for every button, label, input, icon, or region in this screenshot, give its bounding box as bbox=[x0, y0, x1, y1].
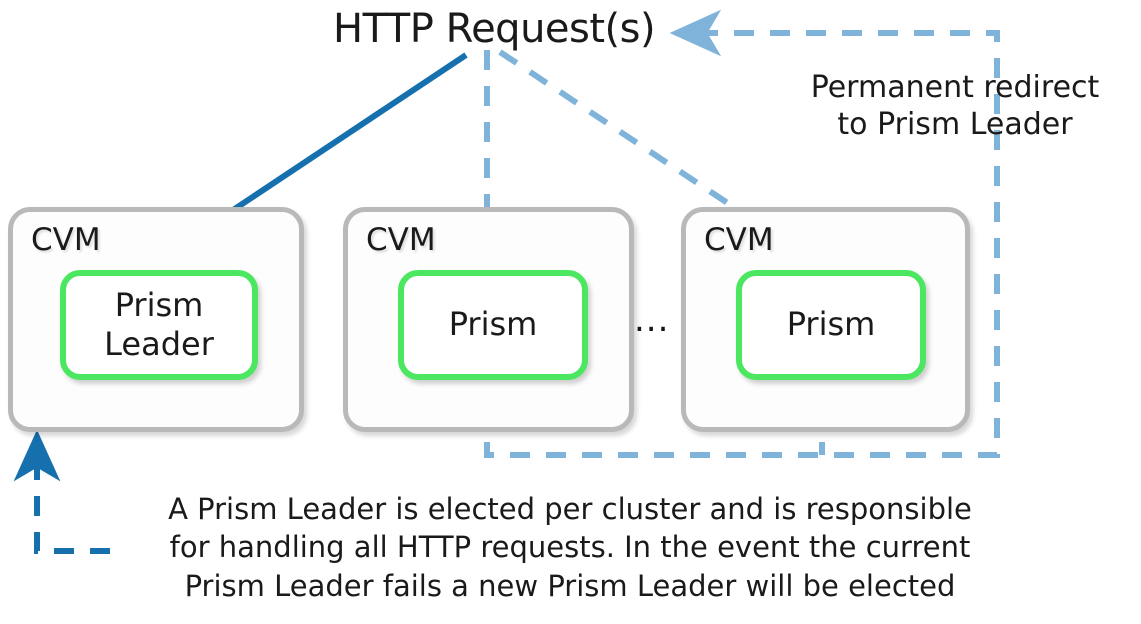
cvm-label-2: CVM bbox=[366, 222, 436, 258]
prism-service-3[interactable]: Prism bbox=[736, 270, 926, 380]
cvm-node-1[interactable]: CVM Prism Leader bbox=[8, 207, 304, 432]
cvm-label-1: CVM bbox=[31, 222, 101, 258]
edge-leader-election-pointer bbox=[13, 429, 110, 554]
cvm-node-3[interactable]: CVM Prism bbox=[681, 207, 970, 432]
ellipsis-indicator: ... bbox=[634, 300, 670, 340]
cvm-node-2[interactable]: CVM Prism bbox=[343, 207, 634, 432]
footer-annotation: A Prism Leader is elected per cluster an… bbox=[168, 492, 972, 603]
cvm-label-3: CVM bbox=[704, 222, 774, 258]
prism-service-2[interactable]: Prism bbox=[398, 270, 588, 380]
page-title: HTTP Request(s) bbox=[333, 6, 656, 52]
prism-leader-service[interactable]: Prism Leader bbox=[60, 270, 258, 380]
redirect-annotation: Permanent redirect to Prism Leader bbox=[810, 70, 1100, 142]
